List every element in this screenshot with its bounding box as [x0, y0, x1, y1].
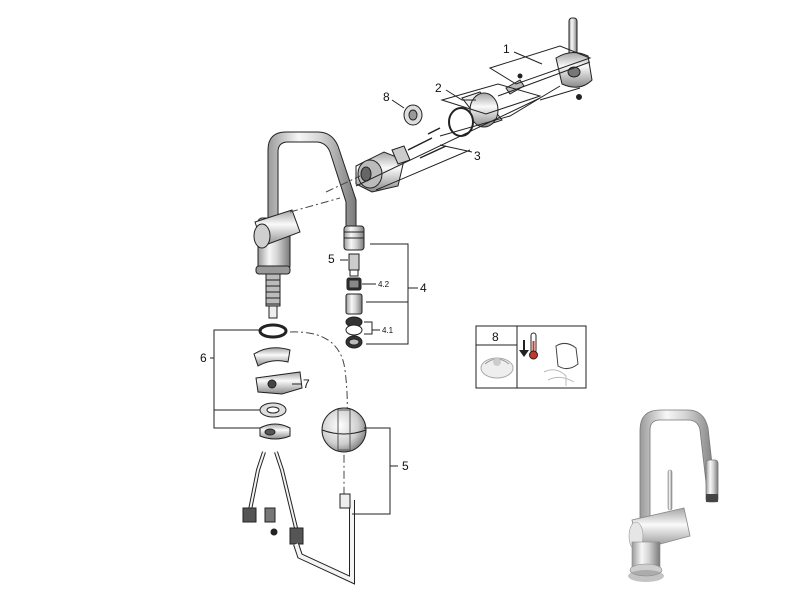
- callout-1: 1: [503, 42, 510, 56]
- down-arrow-icon: [519, 340, 529, 357]
- hose-nut-left: [242, 507, 257, 523]
- spout-axis: [289, 197, 341, 213]
- cleaning-cloth-icon: [480, 357, 514, 379]
- callout-5-lower: 5: [402, 459, 409, 473]
- cartridge-axis: [325, 175, 361, 193]
- callout-4-1: 4.1: [382, 326, 394, 335]
- o-ring: [258, 323, 288, 339]
- cartridge-bolts: [407, 127, 447, 159]
- hose-nut-right: [289, 527, 304, 545]
- callout-labels: 1 2 3 8 5 4.2 4 4.1 6 7 5: [200, 42, 510, 473]
- horseshoe-washer: [253, 347, 291, 367]
- body-cylinder: [253, 209, 301, 275]
- care-inset: 8: [475, 325, 587, 389]
- callout-2: 2: [435, 81, 442, 95]
- pullout-hose: [293, 493, 355, 585]
- hose-weight: [321, 407, 367, 453]
- hose-nut-mid: [264, 507, 276, 523]
- leader-lines: [210, 51, 543, 515]
- fixing-plate: [255, 371, 303, 395]
- fixing-set: [253, 323, 303, 440]
- cleaning-disc: [403, 104, 423, 126]
- product-photo: [628, 409, 719, 582]
- tap-body: [253, 131, 357, 319]
- callout-5-upper: 5: [328, 252, 335, 266]
- callout-4: 4: [420, 281, 427, 295]
- spray-head-assembly: [343, 225, 365, 349]
- hose-washer: [270, 528, 278, 536]
- thermometer-icon: [529, 332, 538, 360]
- callout-8: 8: [383, 90, 390, 104]
- supply-hoses: [242, 451, 304, 545]
- callout-7: 7: [303, 377, 310, 391]
- callout-3: 3: [474, 149, 481, 163]
- inset-part-label: 8: [492, 330, 499, 344]
- callout-6: 6: [200, 351, 207, 365]
- lever-sketch: [543, 342, 579, 386]
- lever-handle: [555, 17, 593, 100]
- cartridge-assembly: [355, 17, 593, 193]
- threaded-shank: [265, 273, 281, 319]
- spray-connector: [348, 253, 360, 271]
- spray-sleeve: [345, 293, 363, 315]
- cartridge-body: [355, 145, 411, 193]
- callout-4-2: 4.2: [378, 280, 390, 289]
